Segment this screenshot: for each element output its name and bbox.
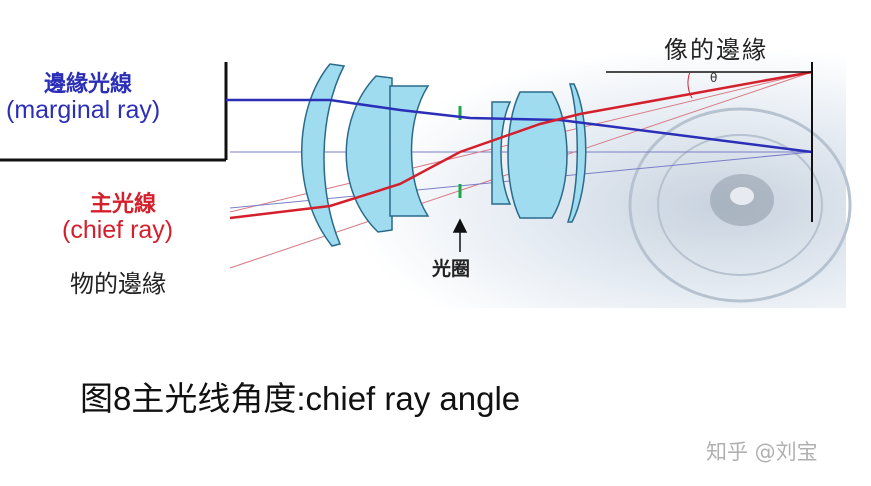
object-bracket — [0, 62, 228, 162]
image-edge-label: 像的邊緣 — [664, 36, 768, 64]
lens-5 — [507, 91, 568, 219]
chief-ray-label-en: (chief ray) — [62, 216, 174, 244]
marginal-ray-label-zh: 邊緣光線 — [44, 71, 133, 96]
lens-2 — [345, 75, 393, 233]
watermark: 知乎 @刘宝 — [706, 440, 818, 464]
chief-ray-label-zh: 主光線 — [90, 191, 157, 216]
figure-caption: 图8主光线角度:chief ray angle — [80, 380, 521, 417]
object-edge-label: 物的邊緣 — [70, 270, 166, 298]
aperture-arrow — [452, 218, 468, 252]
lens-6 — [566, 83, 587, 223]
angle-mark: θ — [710, 71, 717, 85]
lens-group — [301, 63, 587, 247]
marginal-ray-label-en: (marginal ray) — [6, 96, 161, 124]
aperture-label: 光圈 — [432, 258, 471, 280]
lens-4 — [491, 101, 512, 205]
chief-ray — [229, 70, 813, 220]
marginal-ray — [226, 98, 813, 154]
lens-1 — [301, 63, 346, 247]
camera-lens-photo — [628, 107, 852, 303]
angle-arc — [687, 71, 693, 99]
optics-diagram: θ — [0, 40, 852, 308]
image-plane — [606, 62, 813, 222]
